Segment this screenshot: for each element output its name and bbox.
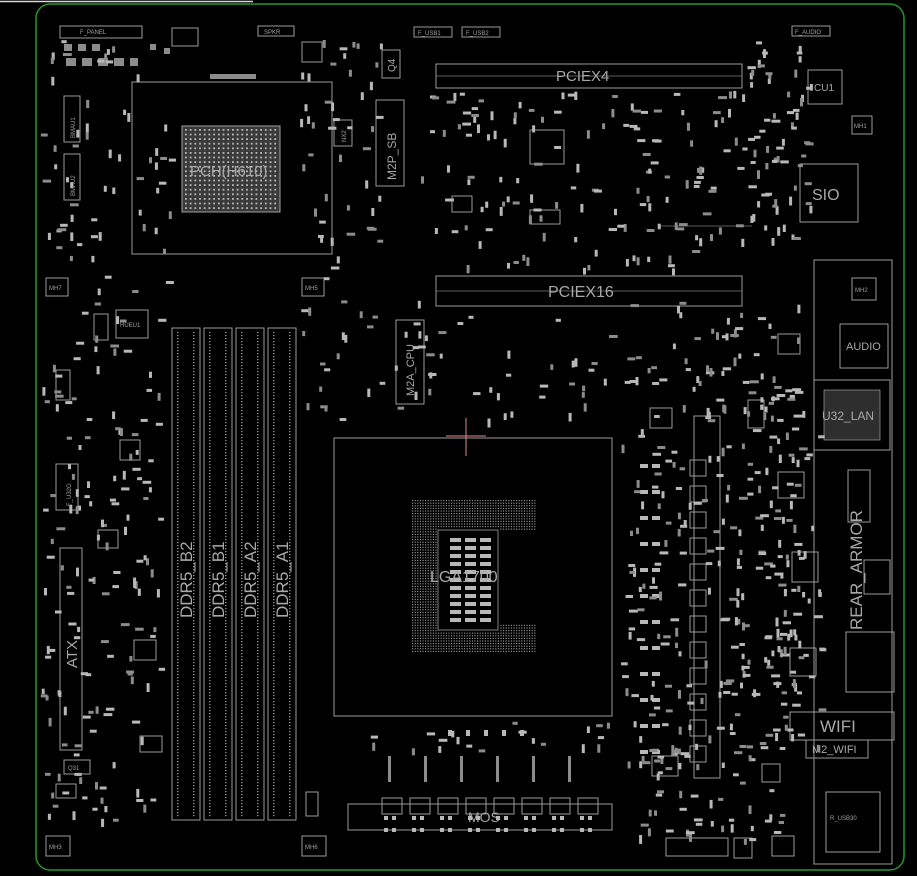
lan-label: U32_LAN (822, 409, 874, 423)
mh-mid-label: MH5 (305, 286, 318, 292)
atx-label: ATX (64, 640, 81, 668)
mos-area: MOS (347, 730, 613, 832)
q4-component: Q4 (381, 49, 401, 79)
m2-wifi-label: M2_WIFI (812, 744, 857, 756)
f-audio-label: F_AUDIO (795, 30, 821, 36)
cu1-label: CU1 (814, 83, 834, 94)
audio-label: AUDIO (846, 341, 881, 353)
left-regulators: BMAU1 BMAU2 (63, 95, 81, 201)
pciex16-slot: PCIEX16 (435, 275, 743, 307)
m2p-sb-label: M2P_SB (385, 133, 399, 180)
ddr5-b2-label: DDR5_B2 (177, 541, 196, 618)
ddr5-b1-label: DDR5_B1 (209, 541, 228, 618)
lan-chip: U32_LAN (813, 379, 891, 451)
pch-label: PCH(H610) (190, 163, 268, 180)
f-audio-header: F_AUDIO (791, 25, 831, 37)
mh-r2-label: MH2 (855, 288, 868, 294)
q31-component: Q31 (55, 759, 91, 799)
board-outline (35, 3, 905, 871)
f-u32-header: F_U32G (55, 463, 79, 511)
q31-label: Q31 (68, 766, 80, 772)
wifi-module: WIFI M2_WIFI (789, 711, 895, 759)
f-u32-label: F_U32G (67, 483, 73, 506)
mh-bl-label: MH3 (49, 845, 62, 851)
pciex16-label: PCIEX16 (548, 284, 614, 301)
wifi-label: WIFI (820, 717, 856, 736)
r-usb-label: R_USB30 (830, 816, 857, 822)
speaker-header: SPKR (257, 25, 295, 37)
hueu-label: HUEU1 (120, 323, 141, 329)
cu1-chip: CU1 (807, 69, 843, 105)
f-usb1-label: F_USB1 (418, 31, 441, 37)
rear-usb-connector: R_USB30 (825, 791, 881, 853)
pch-chip: PCH(H610) (131, 81, 333, 255)
hueu-chip: HUEU1 (93, 309, 149, 341)
pciex4-slot: PCIEX4 (435, 63, 743, 89)
spkr-label: SPKR (264, 30, 281, 36)
mh-ml-label: MH7 (49, 286, 62, 292)
f-panel-label: F_PANEL (80, 30, 107, 36)
cpu-socket: LGA1700 (333, 418, 613, 717)
audio-chip: AUDIO (839, 323, 889, 369)
m2a-cpu-slot: M2A_CPU (395, 319, 425, 405)
sio-label: SIO (812, 187, 840, 204)
m2p-sb-slot: M2P_SB (375, 99, 405, 187)
atx-connector: ATX (59, 547, 83, 751)
reg-label-2: BMAU2 (71, 175, 77, 196)
reg-label-1: BMAU1 (71, 117, 77, 138)
ddr5-a2-label: DDR5_A2 (241, 541, 260, 618)
mh-bm-label: MH6 (305, 845, 318, 851)
mounting-holes: MH7 MH5 MH2 MH3 MH6 (45, 277, 877, 857)
q4-label: Q4 (387, 58, 398, 72)
f-usb-headers: F_USB1 F_USB2 (413, 26, 501, 38)
rear-armor-label: REAR_ARMOR (847, 510, 866, 630)
mh-r1-label: MH1 (854, 124, 867, 130)
m2a-cpu-label: M2A_CPU (405, 344, 417, 396)
ddr5-a1-label: DDR5_A1 (273, 541, 292, 618)
lga1700-label: LGA1700 (430, 569, 498, 586)
svg-text:NX2: NX2 (342, 130, 348, 142)
mos-label: MOS (468, 809, 500, 825)
sio-chip: SIO (799, 163, 859, 223)
front-panel-header: F_PANEL (59, 25, 143, 39)
pciex4-label: PCIEX4 (556, 68, 609, 85)
ddr5-slots: DDR5_B2 DDR5_B1 DDR5_A2 DDR5_A1 (171, 327, 297, 821)
f-usb2-label: F_USB2 (466, 31, 489, 37)
